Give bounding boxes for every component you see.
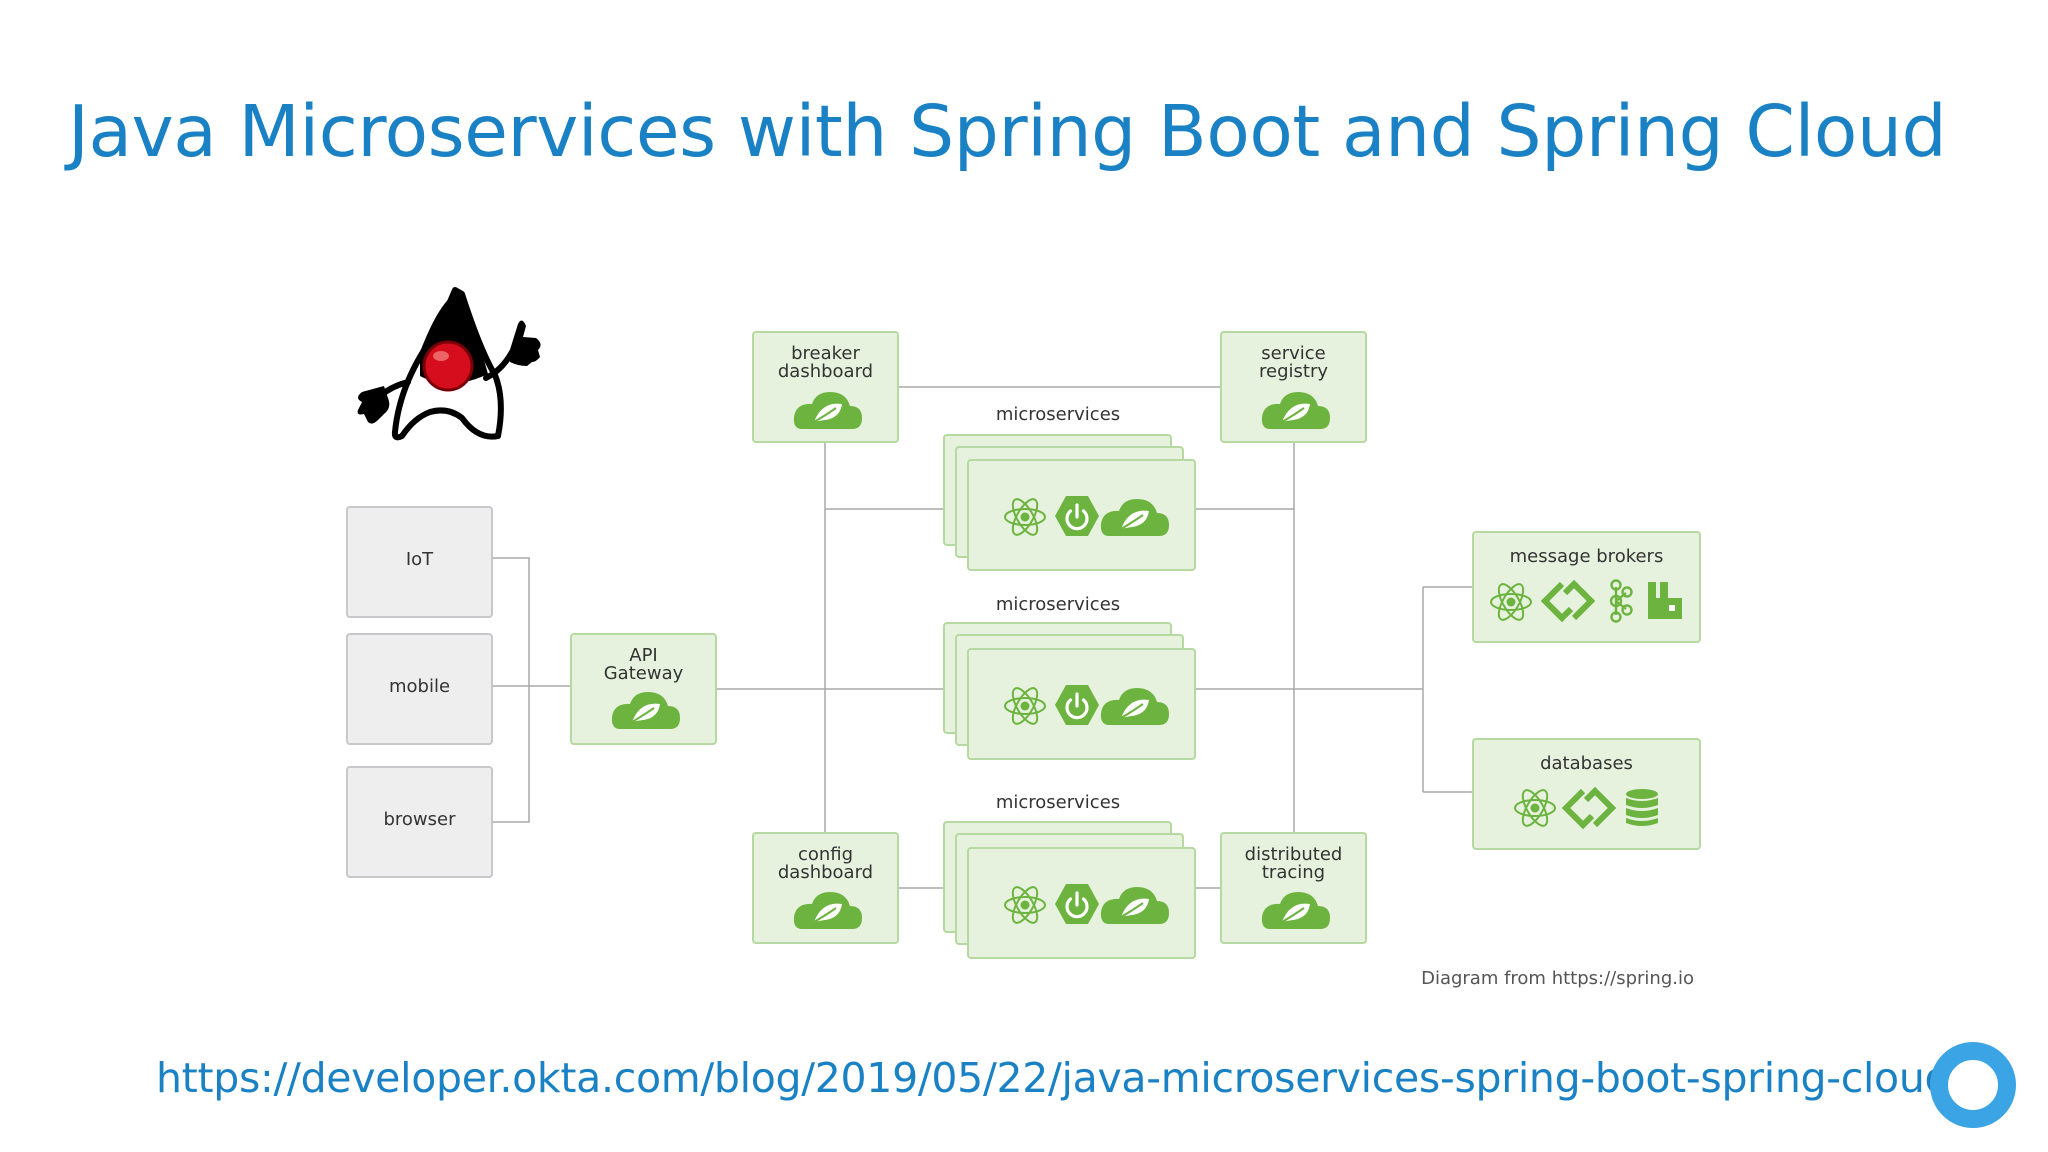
client-box-iot <box>346 506 493 618</box>
message-brokers-box <box>1472 531 1701 643</box>
breaker-dashboard-box <box>752 331 899 443</box>
client-box-mobile <box>346 633 493 745</box>
microservice-stack <box>943 622 1196 760</box>
okta-logo-icon <box>1930 1042 2016 1128</box>
microservices-label: microservices <box>995 792 1121 813</box>
service-registry-label: service registry <box>1259 343 1328 382</box>
client-box-browser <box>346 766 493 878</box>
client-label-mobile: mobile <box>388 676 451 697</box>
databases-label: databases <box>1540 753 1633 774</box>
microservices-label: microservices <box>995 404 1121 425</box>
client-label-browser: browser <box>383 809 456 830</box>
api-gateway-label: API Gateway <box>603 645 684 684</box>
microservice-stack <box>943 434 1196 571</box>
source-url-link[interactable]: https://developer.okta.com/blog/2019/05/… <box>156 1054 1951 1102</box>
distributed-tracing-label: distributed tracing <box>1244 844 1343 883</box>
message-brokers-label: message brokers <box>1509 546 1664 567</box>
microservice-stack <box>943 821 1196 959</box>
breaker-dashboard-label: breaker dashboard <box>777 343 874 382</box>
diagram-caption: Diagram from https://spring.io <box>1421 968 1694 989</box>
slide-title: Java Microservices with Spring Boot and … <box>68 90 1947 173</box>
client-label-iot: IoT <box>405 549 434 570</box>
java-duke-mascot-icon <box>357 287 541 441</box>
microservices-label: microservices <box>995 594 1121 615</box>
config-dashboard-label: config dashboard <box>777 844 874 883</box>
service-registry-box <box>1220 331 1367 443</box>
